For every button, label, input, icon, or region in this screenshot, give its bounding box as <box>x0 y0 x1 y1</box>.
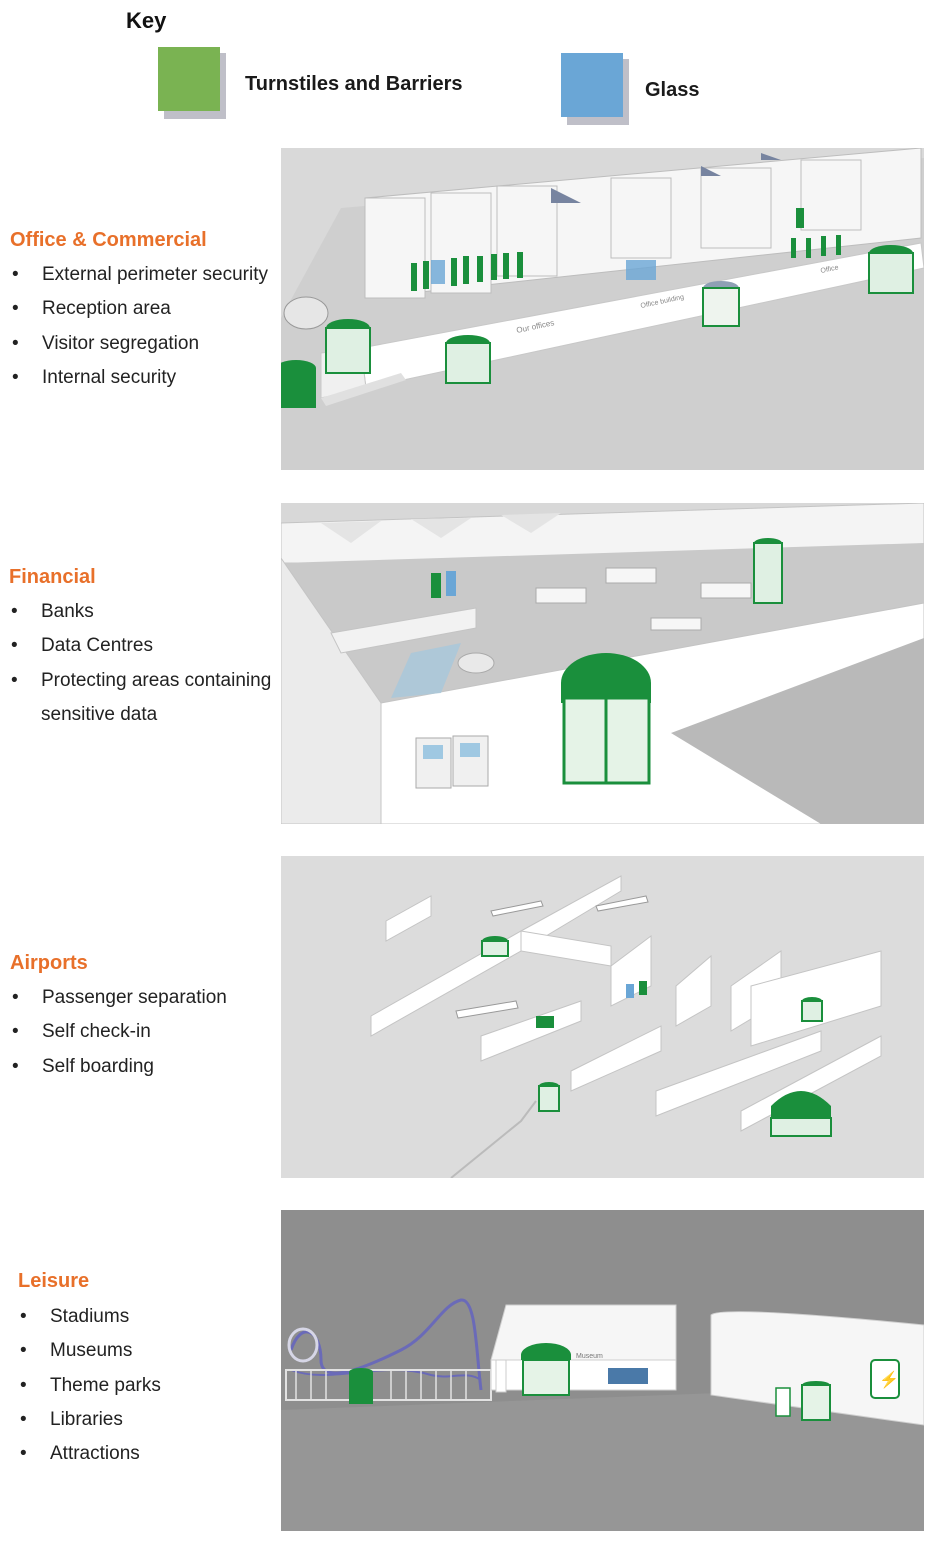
list-item: •Reception area <box>12 298 171 320</box>
airports-bullet-list: •Passenger separation •Self check-in •Se… <box>10 981 227 1084</box>
list-item: •Banks <box>11 601 94 622</box>
list-item: •Libraries <box>20 1408 123 1430</box>
airports-scene-image <box>281 856 924 1178</box>
museum-label: Museum <box>576 1353 603 1360</box>
list-item: •Protecting areas containing <box>11 669 272 691</box>
list-item: •Data Centres <box>11 635 153 657</box>
list-item: •Passenger separation <box>12 987 227 1008</box>
list-item: •Internal security <box>12 366 177 388</box>
section-title-airports: Airports <box>10 952 88 974</box>
list-item: •External perimeter security <box>12 264 268 285</box>
list-item: •Attractions <box>20 1443 140 1465</box>
turnstile-key-label: Turnstiles and Barriers <box>245 73 463 95</box>
list-item: •Stadiums <box>20 1306 130 1327</box>
running-man-icon: ⚡ <box>879 1370 899 1389</box>
list-item: •sensitive data <box>41 703 158 725</box>
section-title-leisure: Leisure <box>18 1270 90 1292</box>
office-scene-image: Our offices Office building Office <box>281 148 924 470</box>
office-label: Office <box>820 264 839 275</box>
key-title: Key <box>126 8 167 33</box>
leisure-bullet-list: •Stadiums •Museums •Theme parks •Librari… <box>18 1300 161 1471</box>
leisure-scene-image: Museum ⚡ <box>281 1210 924 1531</box>
list-item: •Self check-in <box>12 1021 151 1043</box>
section-title-financial: Financial <box>9 566 96 588</box>
list-item: •Museums <box>20 1340 133 1362</box>
glass-key-label: Glass <box>645 79 700 101</box>
list-item: •Visitor segregation <box>12 332 200 354</box>
financial-scene-image <box>281 503 924 824</box>
financial-bullet-list: •Banks •Data Centres •Protecting areas c… <box>9 595 271 732</box>
list-item: •Self boarding <box>12 1055 154 1077</box>
section-title-office: Office & Commercial <box>10 229 207 251</box>
office-bullet-list: •External perimeter security •Reception … <box>10 258 268 395</box>
list-item: •Theme parks <box>20 1374 161 1396</box>
